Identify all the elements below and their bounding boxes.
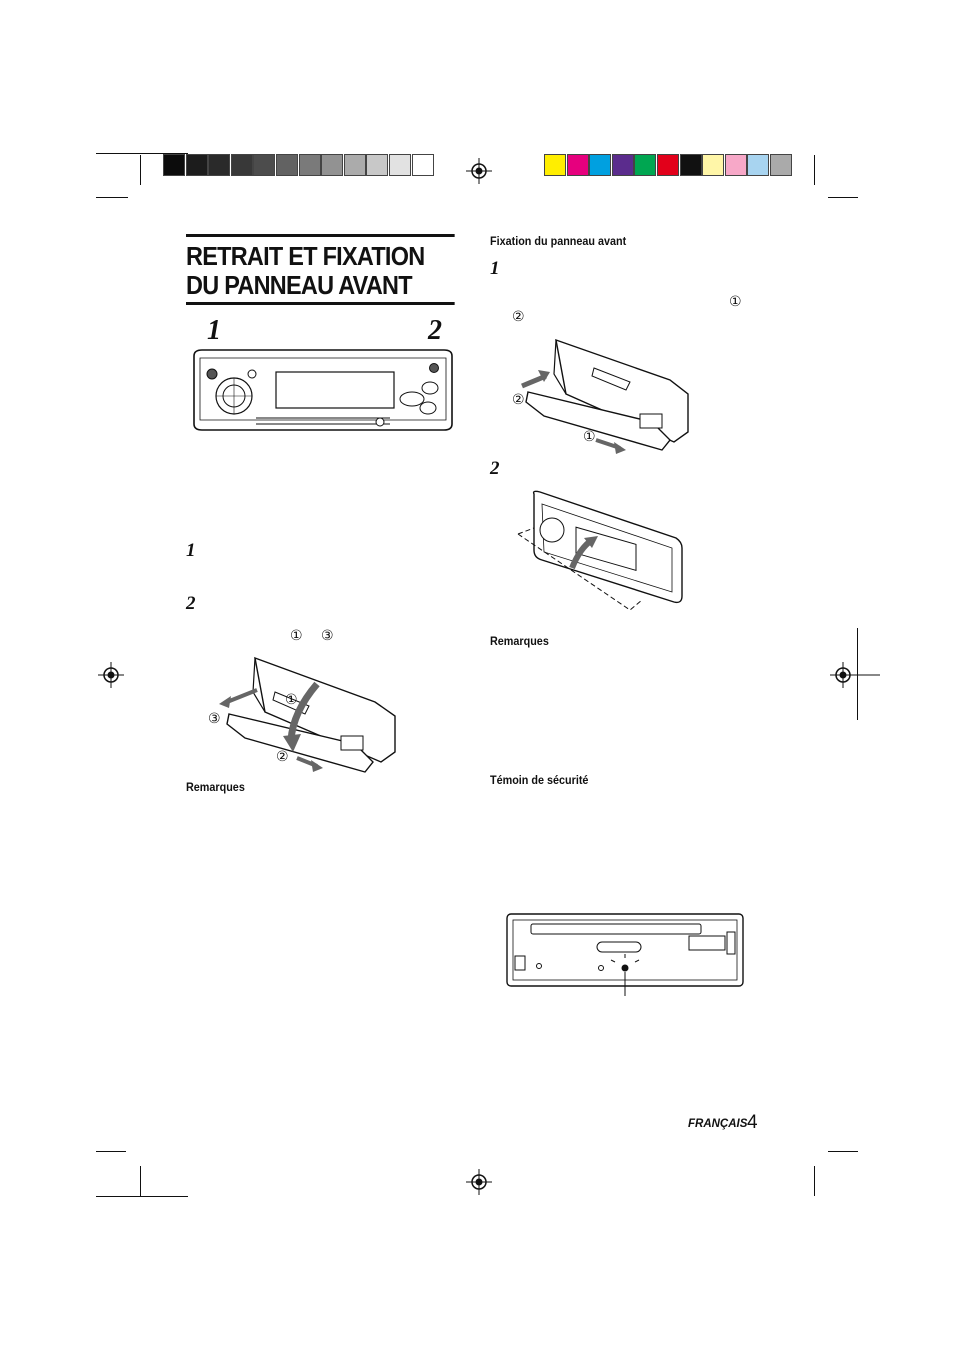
right-step-1-number: 1 xyxy=(490,258,500,279)
registration-target-icon xyxy=(466,1169,492,1195)
panel-attach-illustration xyxy=(521,338,689,454)
color-swatch xyxy=(769,154,792,176)
footer-language: FRANÇAIS xyxy=(688,1118,748,1130)
color-swatch xyxy=(275,154,298,176)
color-swatch xyxy=(656,154,679,176)
figure-label-1: 1 xyxy=(207,315,221,346)
color-swatch xyxy=(566,154,589,176)
panel-removal-illustration xyxy=(219,656,396,773)
color-swatch xyxy=(343,154,366,176)
color-swatch xyxy=(544,154,566,176)
right-figure1-label-2: ② xyxy=(512,392,525,408)
left-step-1-number: 1 xyxy=(186,540,196,561)
page-title: RETRAIT ET FIXATION DU PANNEAU AVANT xyxy=(186,234,455,305)
color-swatch xyxy=(253,154,276,176)
color-swatch xyxy=(366,154,389,176)
left-step-2-ref-b: ③ xyxy=(321,628,334,644)
registration-target-icon xyxy=(466,158,492,184)
right-step-2-number: 2 xyxy=(490,458,500,479)
color-swatch xyxy=(230,154,253,176)
page-number: 4 xyxy=(747,1112,758,1133)
panel-push-illustration xyxy=(517,490,683,611)
right-step-1-ref-a: ① xyxy=(729,294,742,310)
right-figure1-label-1: ① xyxy=(583,429,596,445)
security-heading: Témoin de sécurité xyxy=(490,773,589,787)
color-swatch xyxy=(208,154,231,176)
gray-calibration-bar xyxy=(163,154,434,176)
left-figure-label-1: ① xyxy=(285,692,298,708)
registration-target-icon xyxy=(98,662,124,688)
left-step-2-ref-a: ① xyxy=(290,628,303,644)
color-swatch xyxy=(321,154,344,176)
color-swatch xyxy=(589,154,612,176)
fixing-heading: Fixation du panneau avant xyxy=(490,234,627,248)
color-swatch xyxy=(298,154,321,176)
radio-front-panel-illustration xyxy=(193,349,453,431)
color-calibration-bar xyxy=(544,154,793,176)
security-indicator-illustration xyxy=(506,913,744,996)
color-swatch xyxy=(411,154,434,176)
left-notes-heading: Remarques xyxy=(186,780,245,794)
color-swatch xyxy=(611,154,634,176)
left-figure-label-2: ② xyxy=(276,749,289,765)
color-swatch xyxy=(634,154,657,176)
right-step-1-ref-b: ② xyxy=(512,309,525,325)
color-swatch xyxy=(747,154,770,176)
registration-target-icon xyxy=(830,662,880,688)
color-swatch xyxy=(724,154,747,176)
color-swatch xyxy=(702,154,725,176)
right-notes-heading: Remarques xyxy=(490,634,549,648)
color-swatch xyxy=(388,154,411,176)
figure-label-2: 2 xyxy=(428,315,442,346)
left-step-2-number: 2 xyxy=(186,593,196,614)
color-swatch xyxy=(163,154,185,176)
color-swatch xyxy=(185,154,208,176)
left-figure-label-3: ③ xyxy=(208,711,221,727)
color-swatch xyxy=(679,154,702,176)
